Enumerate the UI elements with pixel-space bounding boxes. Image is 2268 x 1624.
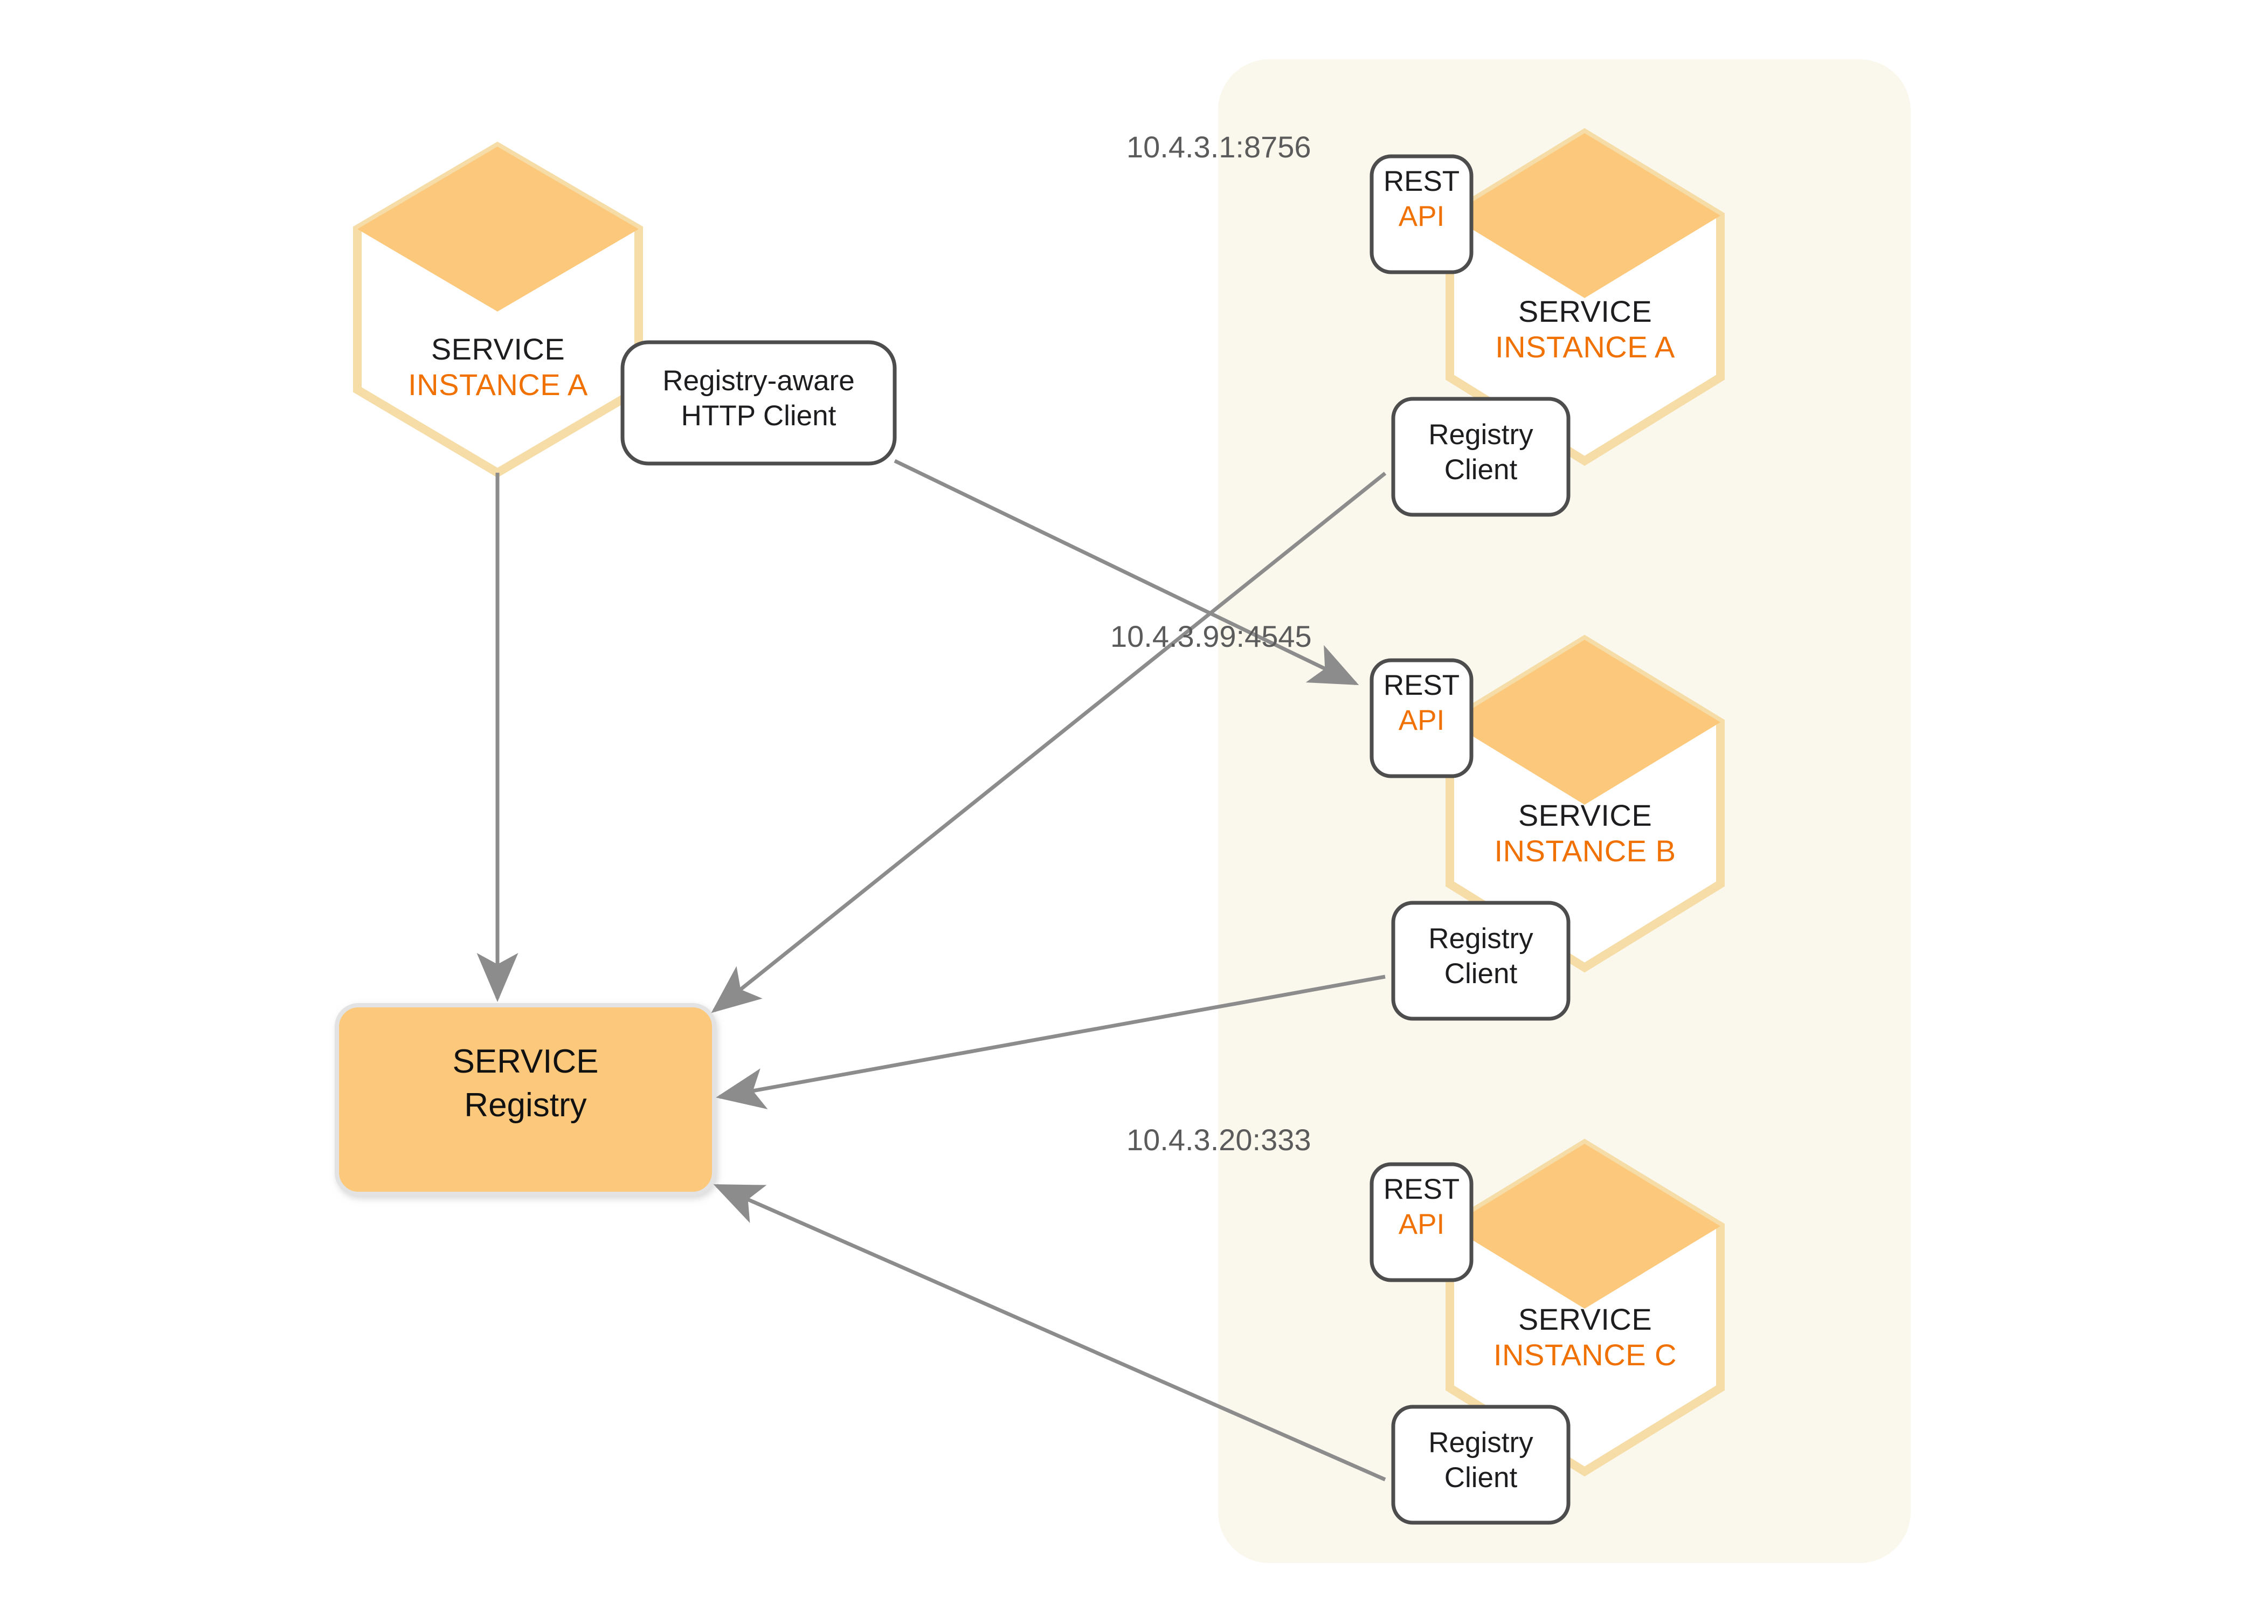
instance-b-ip-label: 10.4.3.99:4545 xyxy=(1110,619,1312,653)
arrow-http-client-to-instance-b-rest-api xyxy=(894,459,1359,686)
instance-a-rest-api-line2: API xyxy=(1398,200,1445,232)
instance-c-registry-client-line2: Client xyxy=(1444,1461,1518,1494)
service-registry-line2: Registry xyxy=(464,1086,587,1124)
instance-c-ip-label: 10.4.3.20:333 xyxy=(1126,1123,1311,1157)
instance-a-ip-label: 10.4.3.1:8756 xyxy=(1126,130,1311,164)
instance-b-registry-client-label: Registry Client xyxy=(1393,922,1568,991)
registry-aware-http-client-line1: Registry-aware xyxy=(662,365,855,397)
instance-c-rest-api-line2: API xyxy=(1398,1208,1445,1240)
instance-c-registry-client-box[interactable] xyxy=(1391,1405,1571,1525)
instance-a-registry-client-line2: Client xyxy=(1444,453,1518,486)
instance-a-registry-client-box[interactable] xyxy=(1391,397,1571,517)
instance-b-shape xyxy=(1446,634,1725,973)
instance-a-rest-api-box[interactable] xyxy=(1370,154,1474,274)
arrow-instance-a-registry-client-to-registry xyxy=(711,472,1387,1013)
instance-a-rest-api-label: REST API xyxy=(1372,164,1471,234)
arrow-instance-b-registry-client-to-registry xyxy=(716,975,1386,1109)
instance-c-rest-api-line1: REST xyxy=(1383,1173,1460,1205)
instance-b-registry-client-box[interactable] xyxy=(1391,901,1571,1021)
client-service-instance-a-shape xyxy=(353,141,643,478)
service-registry-label: SERVICE Registry xyxy=(337,1040,714,1127)
instance-a-registry-client-line1: Registry xyxy=(1428,419,1533,451)
instance-b-rest-api-label: REST API xyxy=(1372,668,1471,738)
registry-aware-http-client-label: Registry-aware HTTP Client xyxy=(623,364,895,433)
instance-c-registry-client-line1: Registry xyxy=(1428,1427,1533,1459)
service-registry-box[interactable] xyxy=(335,1003,716,1196)
registry-aware-http-client-box[interactable] xyxy=(620,340,897,466)
instance-a-rest-api-line1: REST xyxy=(1383,165,1460,197)
instance-c-registry-client-label: Registry Client xyxy=(1393,1426,1568,1495)
instance-b-registry-client-line2: Client xyxy=(1444,957,1518,990)
instance-b-registry-client-line1: Registry xyxy=(1428,923,1533,955)
registry-aware-http-client-line2: HTTP Client xyxy=(681,399,836,432)
instance-c-shape xyxy=(1446,1138,1725,1477)
instance-c-rest-api-label: REST API xyxy=(1372,1172,1471,1242)
service-registry-line1: SERVICE xyxy=(452,1043,599,1080)
instance-a-registry-client-label: Registry Client xyxy=(1393,418,1568,487)
instance-b-rest-api-box[interactable] xyxy=(1370,658,1474,778)
instance-a-shape xyxy=(1446,128,1725,466)
instance-b-rest-api-line1: REST xyxy=(1383,669,1460,701)
instance-b-rest-api-line2: API xyxy=(1398,704,1445,736)
arrow-instance-c-registry-client-to-registry xyxy=(713,1184,1386,1482)
instance-c-rest-api-box[interactable] xyxy=(1370,1162,1474,1282)
